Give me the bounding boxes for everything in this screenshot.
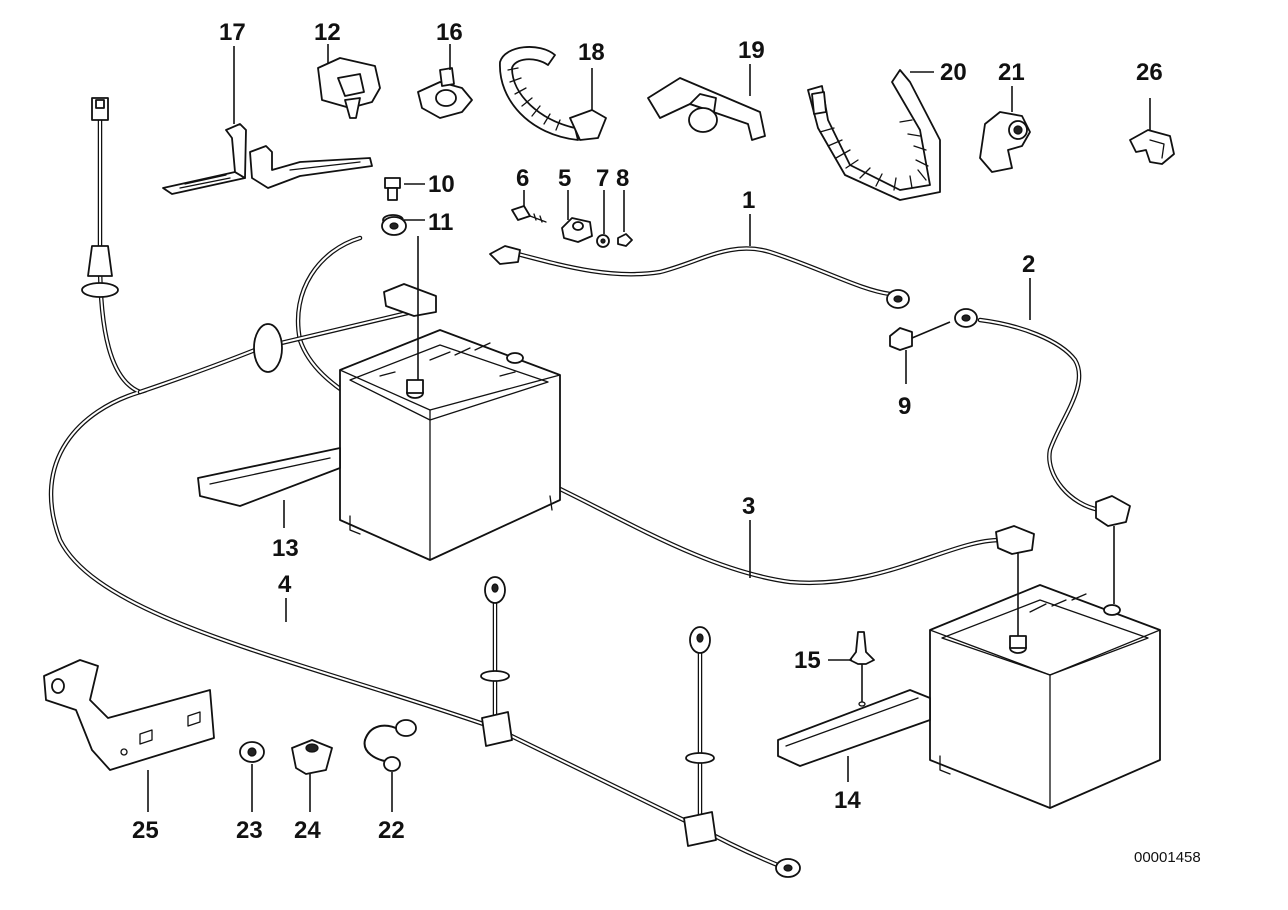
part-5-clamp — [561, 217, 593, 243]
part-19-cover — [647, 77, 766, 141]
callout-20: 20 — [940, 59, 967, 86]
callout-7: 7 — [596, 165, 609, 192]
part-12-clip — [317, 57, 381, 119]
part-18-cable-strap — [499, 46, 607, 141]
part-2-cable — [954, 308, 1131, 527]
callout-5: 5 — [558, 165, 571, 192]
part-1-cable — [489, 245, 910, 309]
part-7-washer — [596, 234, 610, 248]
part-22-clamp — [363, 719, 417, 772]
callout-13: 13 — [272, 535, 299, 562]
part-26-clip — [1129, 129, 1175, 165]
callout-2: 2 — [1022, 251, 1035, 278]
callout-24: 24 — [294, 817, 321, 844]
battery-left — [339, 329, 561, 561]
callout-1: 1 — [742, 187, 755, 214]
callout-9: 9 — [898, 393, 911, 420]
callout-labels: 17 12 16 18 19 20 21 26 10 11 6 5 7 8 1 … — [132, 19, 1201, 866]
part-8-nut — [617, 233, 633, 247]
part-9-nut — [889, 327, 913, 351]
callout-23: 23 — [236, 817, 263, 844]
part-21-clip — [979, 111, 1031, 173]
callout-4: 4 — [278, 571, 292, 598]
callout-8: 8 — [616, 165, 629, 192]
callout-16: 16 — [436, 19, 463, 46]
part-14-tray-strip — [777, 689, 931, 767]
part-15-push-clip — [849, 631, 875, 665]
part-24-plug — [291, 739, 333, 775]
callout-26: 26 — [1136, 59, 1163, 86]
callout-14: 14 — [834, 787, 861, 814]
callout-3: 3 — [742, 493, 755, 520]
callout-15: 15 — [794, 647, 821, 674]
part-6-screw — [511, 205, 547, 223]
callout-12: 12 — [314, 19, 341, 46]
part-17-bracket — [162, 123, 373, 195]
part-10-bolt — [384, 177, 401, 201]
leader-lines — [147, 44, 1151, 812]
callout-19: 19 — [738, 37, 765, 64]
callout-17: 17 — [219, 19, 246, 46]
callout-11: 11 — [428, 209, 453, 236]
part-16-clip — [417, 67, 473, 119]
callout-10: 10 — [428, 171, 455, 198]
callout-22: 22 — [378, 817, 405, 844]
part-20-cable-holder — [807, 69, 941, 201]
part-23-grommet — [239, 741, 265, 763]
part-13-hold-down — [197, 447, 341, 507]
callout-25: 25 — [132, 817, 159, 844]
document-number: 00001458 — [1134, 849, 1201, 866]
callout-21: 21 — [998, 59, 1025, 86]
part-4-cable-harness — [48, 97, 801, 878]
battery-right — [929, 584, 1161, 809]
callout-18: 18 — [578, 39, 605, 66]
callout-6: 6 — [516, 165, 529, 192]
part-25-bracket — [43, 659, 215, 771]
